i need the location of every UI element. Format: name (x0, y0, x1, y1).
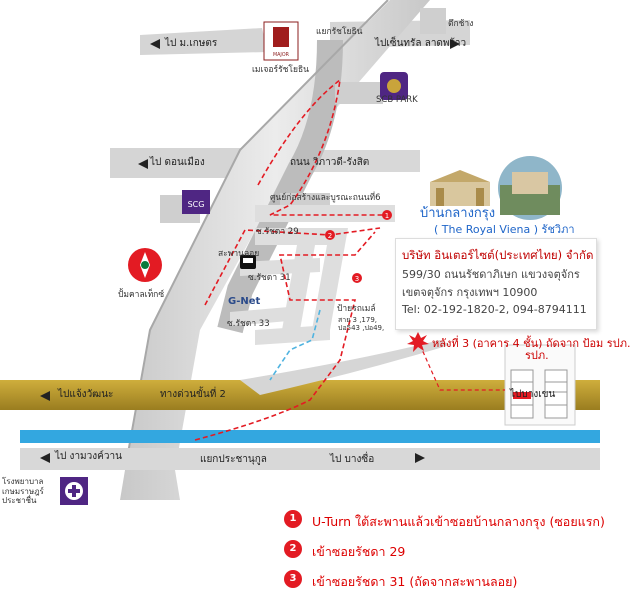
scc-logo-icon: SCG (182, 190, 210, 214)
route-line-1 (257, 78, 390, 216)
label-prachanukul: แยกประชานุกูล (200, 454, 267, 465)
label-vibhavadi: ถนน วิภาวดี-รังสิต (290, 157, 370, 168)
label-to-minburi: ไป ม.เกษตร (165, 38, 218, 49)
label-security-post: รปภ. (525, 349, 549, 362)
route-line-3 (194, 231, 376, 441)
hospital-icon (60, 477, 88, 505)
label-caltex: ปั้มคาลเท็กซ์ (118, 290, 165, 300)
company-address-card: บริษัท อินเตอร์ไซต์(ประเทศไทย) จำกัด 599… (395, 238, 597, 330)
legend-text-2: เข้าซอยรัชดา 29 (312, 544, 406, 559)
river (20, 430, 600, 443)
caltex-icon (128, 248, 162, 282)
label-to-donmueang: ไป ดอนเมือง (150, 157, 205, 168)
label-to-bangsue: ไป บางซื่อ (330, 454, 375, 465)
route-marker-2: 2 (325, 230, 335, 240)
svg-text:SCG: SCG (188, 200, 205, 209)
label-to-chaengwattana: ไปแจ้งวัฒนะ (58, 389, 114, 400)
label-village-en: ( The Royal Viena ) รัชวิภา (434, 223, 575, 236)
legend-text-3: เข้าซอยรัชดา 31 (ถัดจากสะพานลอย) (312, 574, 518, 589)
scb-park-icon (380, 72, 408, 100)
label-to-central: ไปเซ็นทรัล ลาดพร้าว (375, 38, 467, 49)
label-construction-center: ศูนย์ก่อสร้างและบูรณะถนนที่6 (270, 193, 381, 203)
svg-text:MAJOR: MAJOR (273, 52, 290, 58)
label-bus-lines: สาย 3 ,179, ปอ543 ,ปอ49, (338, 316, 385, 333)
label-soi-33: ซ.รัชดา 33 (227, 319, 270, 329)
road-prachanukul (20, 448, 600, 470)
major-cineplex-icon: MAJOR (263, 21, 299, 61)
company-phone: Tel: 02-192-1820-2, 094-8794111 (402, 303, 587, 316)
label-scb-park: SCB PARK (376, 95, 418, 105)
label-to-ngamwongwan: ไป งามวงค์วาน (55, 451, 122, 462)
road-vibhavadi (300, 150, 420, 172)
svg-text:1: 1 (385, 212, 389, 220)
village-photo (498, 156, 562, 220)
label-hospital: โรงพยาบาล เกษมราษฎร์ ประชาชื่น (2, 477, 44, 506)
road-to-minburi (140, 28, 268, 55)
label-expressway: ทางด่วนขั้นที่ 2 (160, 389, 226, 400)
legend-marker-3: 3 (284, 570, 302, 588)
village-gate (430, 170, 490, 206)
label-bus-stop: ป้ายรถเมล์ (337, 304, 376, 314)
legend-marker-1: 1 (284, 510, 302, 528)
pointer-line (419, 344, 505, 391)
label-village-th: บ้านกลางกรุง (420, 206, 496, 221)
building-gray-2 (420, 8, 446, 34)
company-address-line-1: 599/30 ถนนรัชดาภิเษก แขวงจตุจักร (402, 268, 580, 281)
highway-curve (217, 39, 343, 334)
expressway-band (0, 380, 600, 410)
security-building-diagram (504, 344, 576, 426)
legend-marker-2: 2 (284, 540, 302, 558)
starburst-icon (407, 332, 429, 352)
expressway-ramp (240, 340, 450, 395)
label-elephant-building: ตึกช้าง (448, 19, 474, 29)
route-marker-1: 1 (382, 210, 392, 220)
label-soi-29: ซ.รัชดา 29 (256, 227, 299, 237)
label-to-bangkhen: ไปบางเขน (510, 389, 556, 400)
label-soi-31: ซ.รัชดา 31 (248, 273, 291, 283)
legend-text-1: U-Turn ใต้สะพานแล้วเข้าซอยบ้านกลางกรุง (… (312, 514, 605, 529)
route-line-blue (269, 309, 321, 381)
building-scb (335, 82, 383, 104)
company-name: บริษัท อินเตอร์ไซต์(ประเทศไทย) จำกัด (402, 248, 594, 262)
building-note: หลังที่ 3 (อาคาร 4 ชั้น) ถัดจาก ป้อม รปภ… (432, 337, 630, 350)
label-overpass: สะพานลอย (218, 249, 260, 259)
company-address-line-2: เขตจตุจักร กรุงเทพฯ 10900 (402, 286, 538, 299)
route-marker-3: 3 (352, 273, 362, 283)
svg-text:2: 2 (328, 232, 332, 240)
label-ratchayothin: แยกรัชโยธิน (316, 27, 363, 37)
route-line-2 (204, 227, 381, 306)
bus-icon (240, 255, 256, 269)
route-map: 1 2 3 MAJOR SCG (0, 0, 600, 505)
label-major: เมเจอร์รัชโยธิน (252, 65, 309, 75)
label-gnet: G-Net (228, 296, 261, 307)
svg-text:3: 3 (355, 275, 359, 283)
